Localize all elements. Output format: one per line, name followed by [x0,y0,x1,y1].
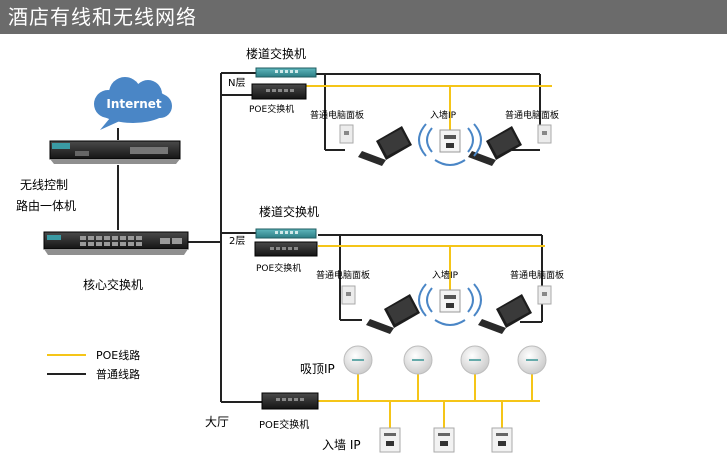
2floor-switch-label: 楼道交换机 [259,204,319,219]
2floor-panel-left-label: 普通电脑面板 [316,269,370,281]
lobby-ceiling-ap-1-icon [343,345,373,375]
nfloor-corridor-switch-icon [255,67,317,78]
lobby-ceiling-ap-4-icon [517,345,547,375]
2floor-wall-panel-left-icon [341,285,356,305]
2floor-wall-ap-icon [418,283,482,326]
nfloor-poe-switch-icon [251,83,307,100]
nfloor-panel-left-label: 普通电脑面板 [310,109,364,121]
nfloor-ap-label: 入墙IP [430,109,457,121]
lobby-wall-ap-1-icon [379,427,401,453]
nfloor-laptop-left-icon [358,126,412,166]
normal-lines [47,72,543,403]
lobby-poe-label: POE交换机 [259,418,309,431]
2floor-poe-label: POE交换机 [256,262,301,274]
core-switch-icon [43,231,189,255]
internet-label: Internet [106,97,161,111]
2floor-poe-switch-icon [254,241,318,257]
2floor-corridor-switch-icon [255,228,317,239]
diagram-title: 酒店有线和无线网络 [8,5,197,29]
lobby-wall-ap-label: 入墙 IP [322,438,361,452]
lobby-wall-ap-3-icon [491,427,513,453]
2floor-panel-right-label: 普通电脑面板 [510,269,564,281]
lobby-ceiling-ap-3-icon [460,345,490,375]
title-bar: 酒店有线和无线网络 [0,0,727,34]
nfloor-wall-ap-icon [418,123,482,166]
nfloor-floor-label: N层 [228,77,245,89]
core-switch-label: 核心交换机 [83,277,143,292]
lobby-ceiling-ap-label: 吸顶IP [300,362,335,376]
nfloor-wall-panel-left-icon [339,124,354,144]
nfloor-poe-label: POE交换机 [249,103,294,115]
lobby-area-label: 大厅 [205,415,229,429]
legend-normal-label: 普通线路 [96,367,140,381]
nfloor-laptop-right-icon [468,126,522,166]
nfloor-panel-right-label: 普通电脑面板 [505,109,559,121]
poe-lines [47,85,552,428]
internet-cloud-icon [94,77,172,130]
2floor-laptop-right-icon [478,294,532,334]
lobby-ceiling-ap-2-icon [403,345,433,375]
nfloor-wall-panel-right-icon [537,124,552,144]
nfloor-switch-label: 楼道交换机 [246,46,306,61]
lobby-poe-switch-icon [261,392,319,410]
2floor-ap-label: 入墙IP [432,269,459,281]
2floor-floor-label: 2层 [229,235,245,247]
2floor-laptop-left-icon [366,294,420,334]
2floor-wall-panel-right-icon [537,285,552,305]
wireless-controller-router-icon [49,140,181,164]
controller-label-line1: 无线控制 [20,178,68,192]
legend-poe-label: POE线路 [96,348,140,362]
lobby-wall-ap-2-icon [433,427,455,453]
controller-label-line2: 路由一体机 [16,198,76,213]
